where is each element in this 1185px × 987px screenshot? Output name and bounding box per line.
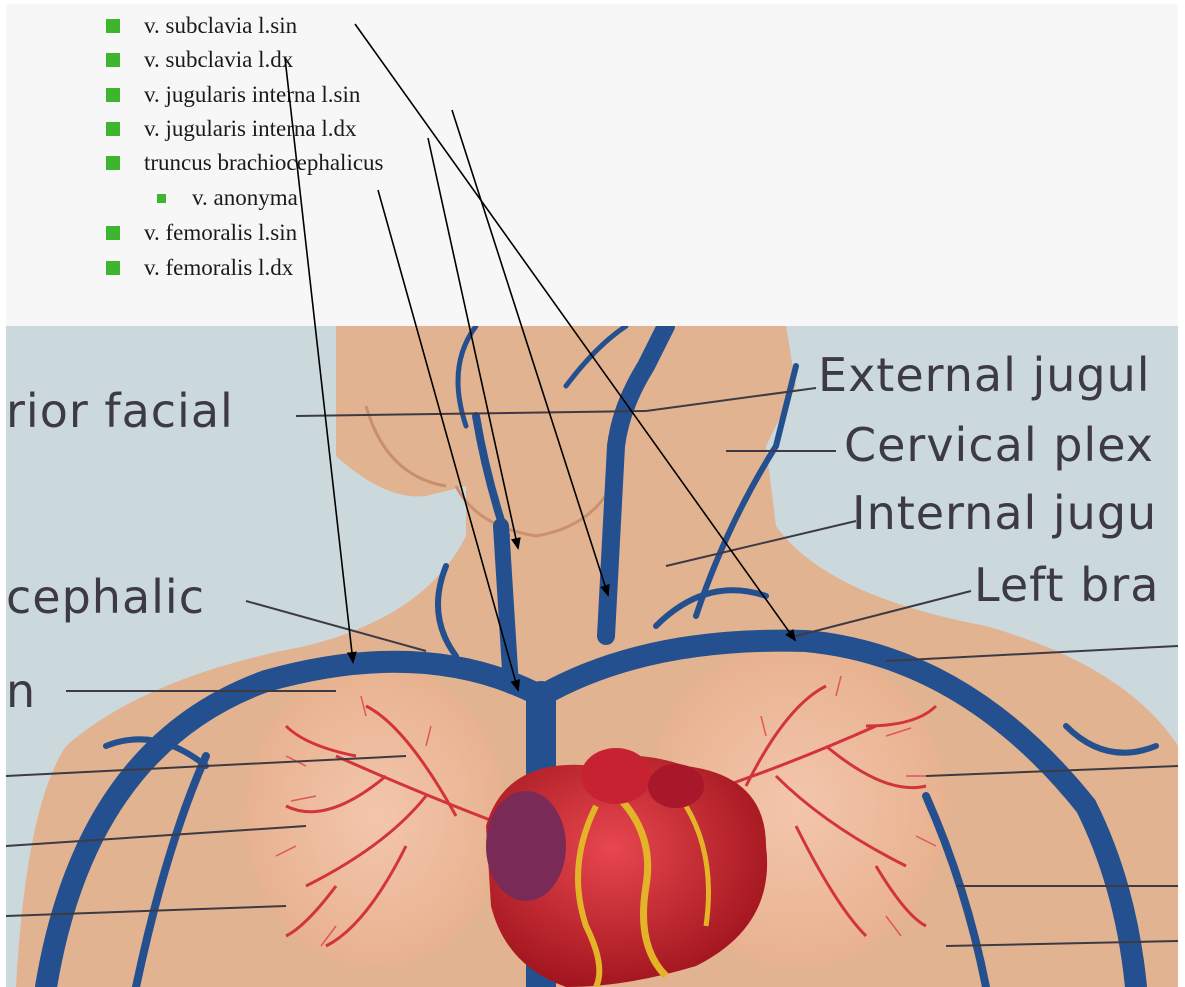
bullet-icon <box>106 226 120 240</box>
label-subclavian: n <box>6 664 36 718</box>
list-item: v. jugularis interna l.sin <box>144 80 360 110</box>
bullet-icon <box>106 19 120 33</box>
label-cephalic: cephalic <box>6 570 205 624</box>
circulatory-illustration: rior facial External jugul Cervical plex… <box>6 326 1178 987</box>
list-item: truncus brachiocephalicus <box>144 148 384 178</box>
label-external-jugular: External jugul <box>818 348 1151 402</box>
bullet-icon <box>106 156 120 170</box>
vein-list: v. subclavia l.sin v. subclavia l.dx v. … <box>6 4 1178 326</box>
list-item: v. subclavia l.sin <box>144 11 297 41</box>
bullet-icon <box>106 53 120 67</box>
label-facial: rior facial <box>6 384 234 438</box>
list-item: v. femoralis l.sin <box>144 218 297 248</box>
label-cervical-plexus: Cervical plex <box>844 418 1154 472</box>
list-item: v. femoralis l.dx <box>144 253 293 283</box>
bullet-icon <box>106 122 120 136</box>
list-item: v. subclavia l.dx <box>144 45 293 75</box>
bullet-icon <box>106 88 120 102</box>
list-item: v. jugularis interna l.dx <box>144 114 357 144</box>
list-item: v. anonyma <box>192 183 298 213</box>
bullet-icon <box>106 261 120 275</box>
label-internal-jugular: Internal jugu <box>852 486 1157 540</box>
label-left-brachio: Left bra <box>974 558 1159 612</box>
bullet-icon <box>157 194 166 203</box>
